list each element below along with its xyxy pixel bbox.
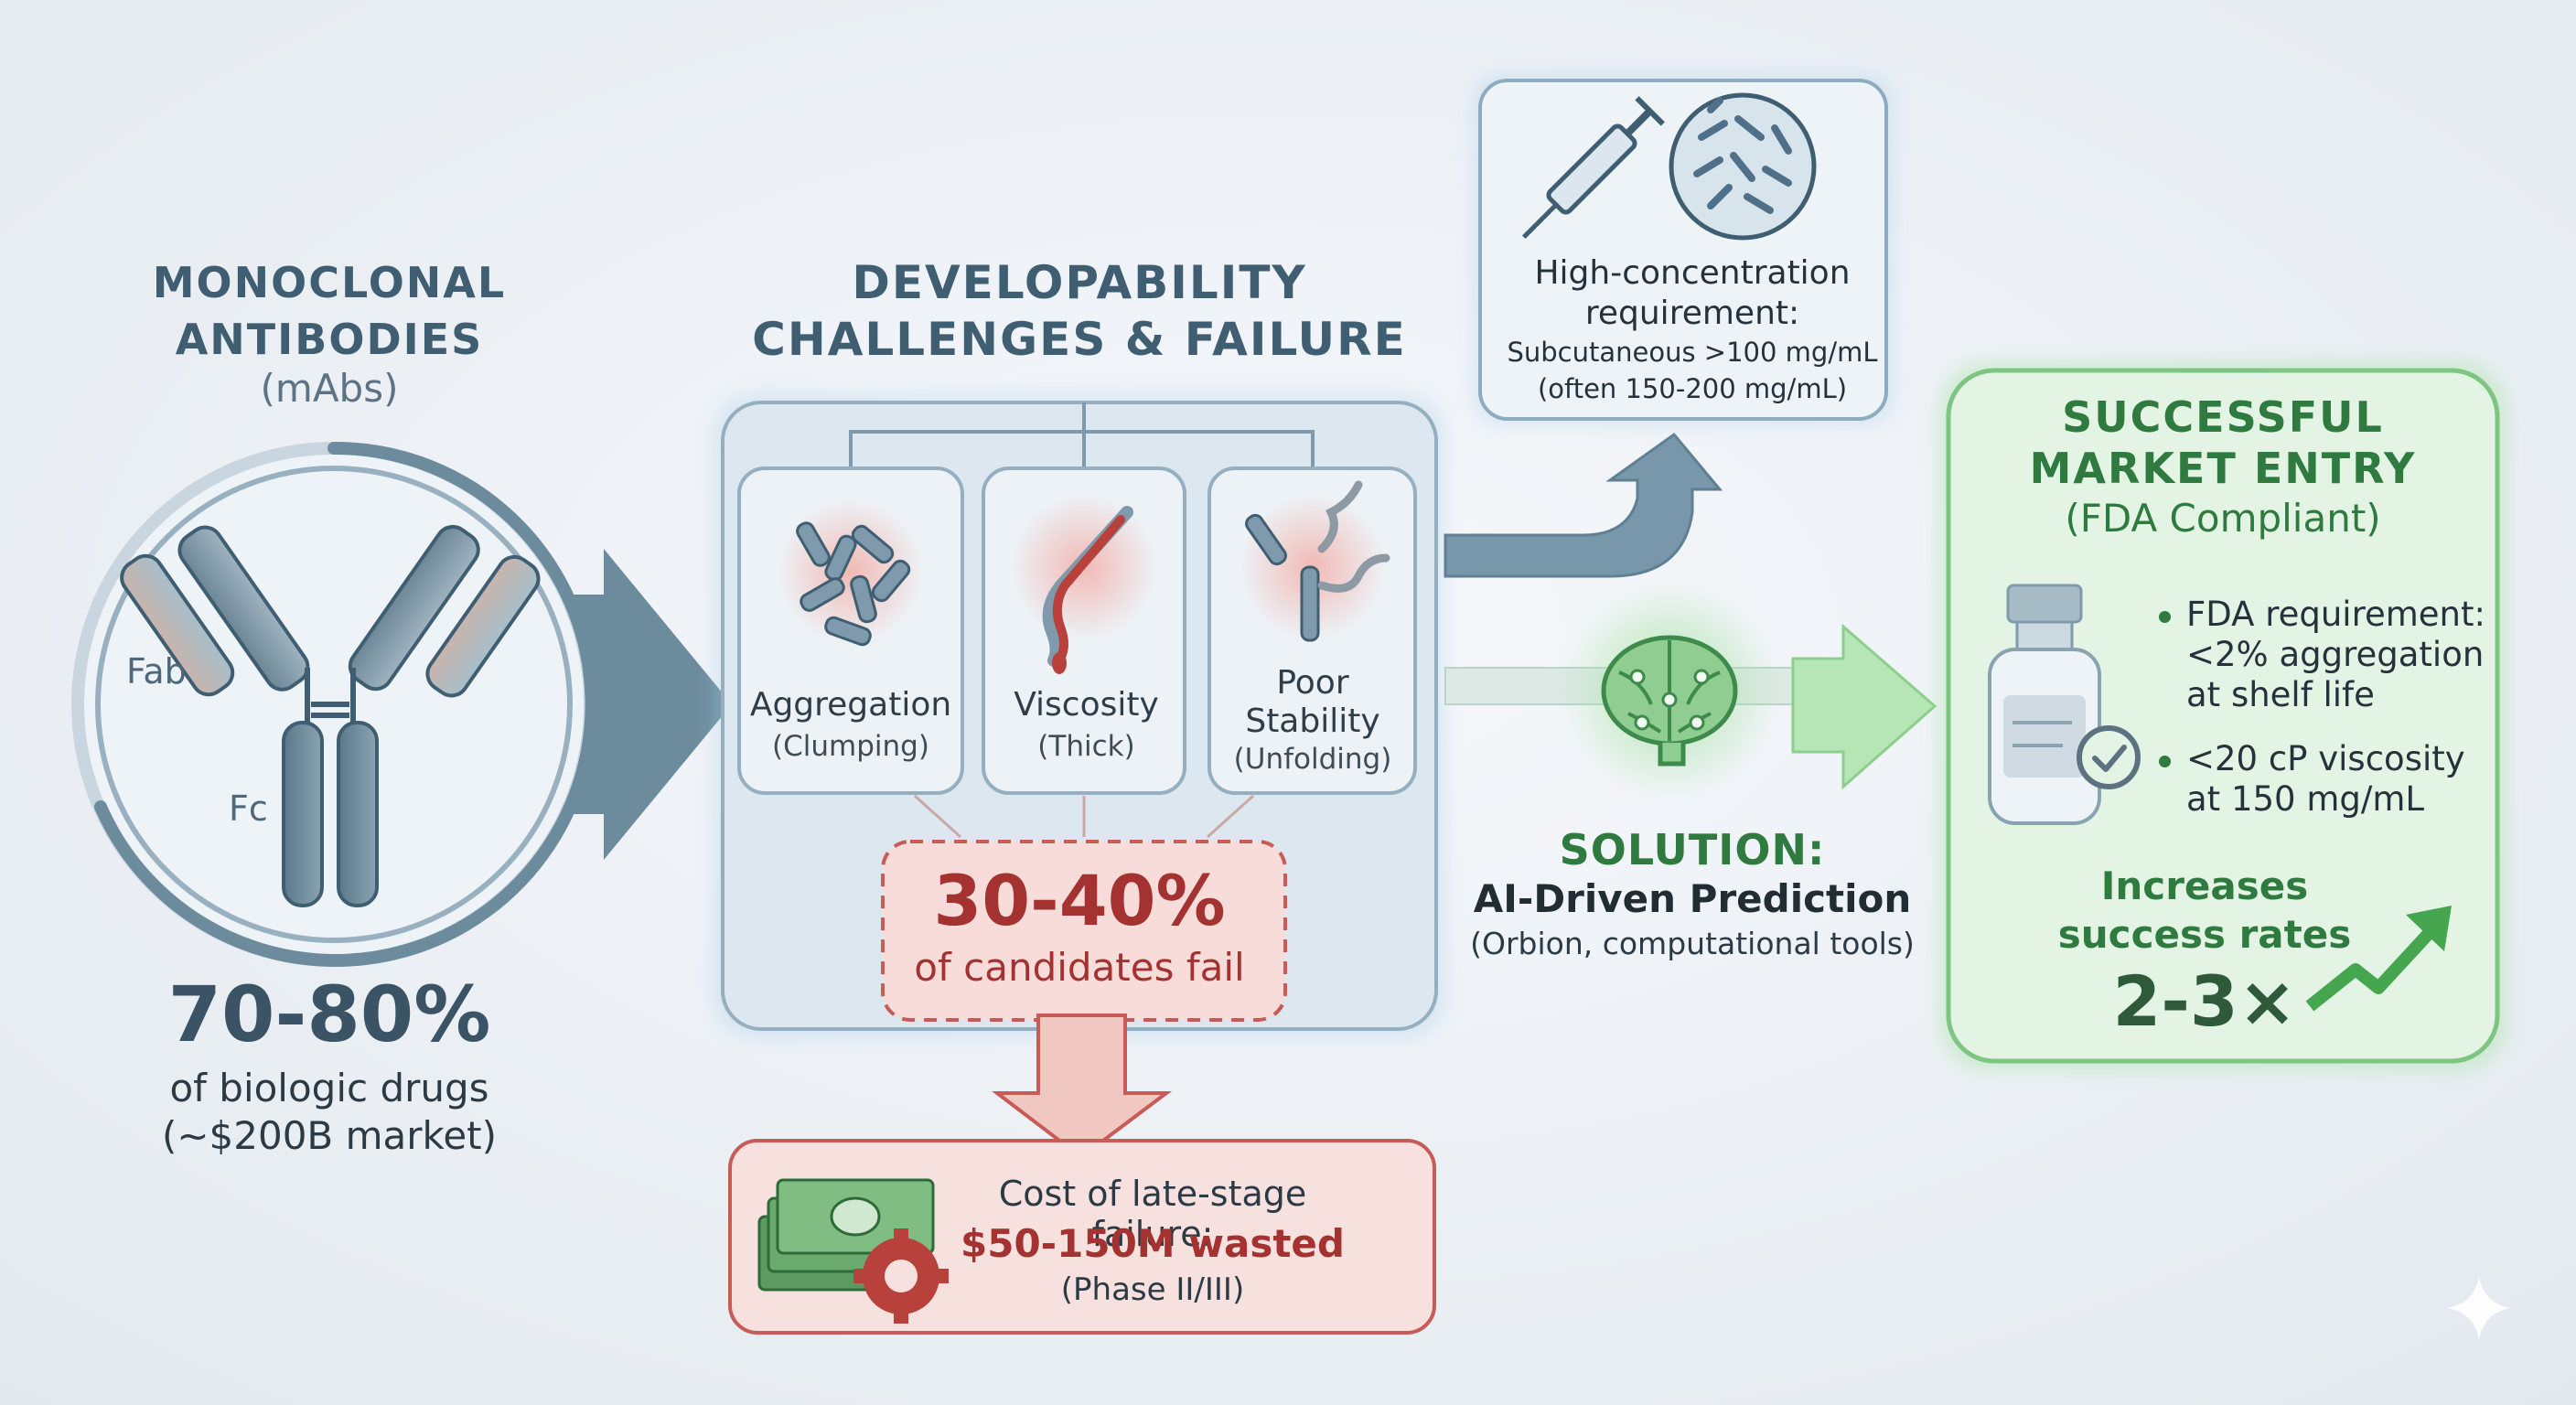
challenges-panel (714, 393, 1445, 1038)
mabs-stat: 70-80% (167, 970, 491, 1059)
success-subtitle: (FDA Compliant) (2065, 496, 2381, 541)
fc-label: Fc (229, 788, 268, 829)
fda-bullet-line2: <2% aggregation (2186, 635, 2485, 674)
viscosity-bullet-line2: at 150 mg/mL (2186, 779, 2424, 819)
viscosity-bullet: <20 cP viscosity at 150 mg/mL (2186, 739, 2488, 820)
success-title: SUCCESSFUL MARKET ENTRY (1967, 391, 2479, 494)
viscosity-label: Viscosity (1014, 686, 1159, 724)
fda-bullet: FDA requirement: <2% aggregation at shel… (2186, 595, 2497, 715)
flow-arrow-up (1444, 432, 1723, 578)
antibody-icon (120, 524, 541, 907)
solution-title: SOLUTION: (1559, 825, 1826, 874)
solution-note: (Orbion, computational tools) (1470, 926, 1915, 961)
cost-line2: $50-150M wasted (961, 1221, 1345, 1266)
mabs-title-line1: MONOCLONAL (152, 258, 507, 307)
success-title-line1: SUCCESSFUL (2062, 392, 2384, 442)
fda-bullet-line3: at shelf life (2186, 675, 2375, 714)
fda-bullet-line1: FDA requirement: (2186, 595, 2485, 634)
success-title-line2: MARKET ENTRY (2029, 444, 2417, 493)
unfolding-icon (1240, 480, 1390, 642)
mabs-desc-line1: of biologic drugs (169, 1066, 489, 1110)
cost-line1: Cost of late-stage failure: (998, 1174, 1307, 1254)
aggregation-label: Aggregation (749, 686, 952, 724)
flow-arrow-left (549, 549, 732, 860)
mabs-subtitle: (mAbs) (260, 366, 399, 411)
fail-stat: 30-40% (933, 860, 1226, 941)
concentration-heading: High-concentration requirement: (1491, 253, 1894, 334)
viscosity-sub: (Thick) (1037, 730, 1135, 763)
increase-line2: success rates (2057, 912, 2352, 957)
sparkle-icon (2447, 1276, 2511, 1340)
mabs-title: MONOCLONAL ANTIBODIES (91, 254, 567, 368)
brain-circuit-icon (1601, 635, 1738, 767)
challenges-title-line1: DEVELOPABILITY (852, 256, 1307, 309)
stability-sub: (Unfolding) (1233, 743, 1392, 776)
challenges-title: DEVELOPABILITY CHALLENGES & FAILURE (750, 254, 1409, 368)
crowded-vial-icon (1669, 92, 1817, 241)
viscosity-icon (1011, 494, 1157, 674)
medicine-vial-icon (1988, 584, 2101, 825)
bullet-dot (2159, 611, 2171, 623)
solution-subtitle: AI-Driven Prediction (1473, 876, 1912, 921)
concentration-line2: Subcutaneous >100 mg/mL (1507, 337, 1878, 368)
concentration-heading-b: requirement: (1584, 295, 1800, 332)
concentration-line3: (often 150-200 mg/mL) (1537, 373, 1848, 404)
aggregation-icon (778, 499, 924, 647)
antibody-circle-arc (94, 441, 598, 967)
aggregation-sub: (Clumping) (772, 730, 929, 763)
antibody-panel (71, 441, 732, 967)
stability-label-line2: Stability (1245, 702, 1380, 740)
mabs-desc-line2: (~$200B market) (161, 1113, 498, 1158)
cost-line3: (Phase II/III) (1060, 1271, 1245, 1308)
increase-stat: 2-3× (2112, 960, 2297, 1042)
gear-icon (853, 1228, 949, 1324)
fab-label: Fab (126, 651, 187, 692)
success-panel (1939, 361, 2506, 1070)
increase-line1: Increases (2100, 863, 2309, 908)
bullet-dot (2159, 756, 2171, 767)
trend-arrow-icon (2305, 906, 2452, 1012)
check-badge-icon (2077, 725, 2141, 789)
concentration-panel (1473, 73, 1894, 425)
syringe-icon (1521, 96, 1665, 240)
concentration-heading-a: High-concentration (1534, 254, 1851, 292)
stability-label-line1: Poor (1276, 664, 1349, 702)
challenges-title-line2: CHALLENGES & FAILURE (752, 313, 1407, 366)
flow-arrow-down (992, 1014, 1172, 1160)
cost-panel (728, 1139, 1436, 1335)
viscosity-bullet-line1: <20 cP viscosity (2186, 739, 2465, 778)
fail-desc: of candidates fail (914, 945, 1245, 990)
solution-arrow (1444, 581, 1937, 800)
stability-label: Poor Stability (1212, 664, 1413, 741)
mabs-title-line2: ANTIBODIES (175, 315, 484, 364)
